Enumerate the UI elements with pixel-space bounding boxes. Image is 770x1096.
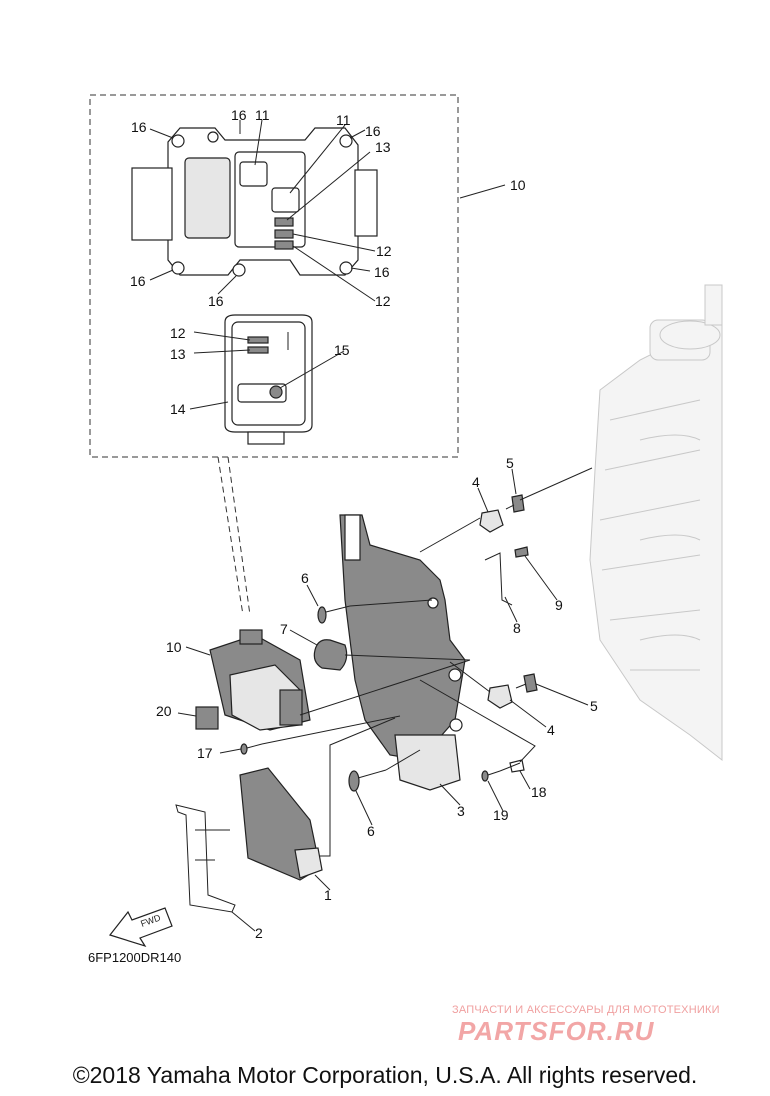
detail-inset-box xyxy=(89,94,459,458)
callout: 16 xyxy=(131,119,147,135)
clamp xyxy=(313,639,348,671)
callout: 3 xyxy=(457,803,465,819)
callout: 17 xyxy=(197,745,213,761)
callout: 15 xyxy=(334,342,350,358)
leader-lines xyxy=(149,119,589,932)
screw-17 xyxy=(240,743,263,755)
screw-6-upper xyxy=(317,605,351,624)
bolt-lower xyxy=(515,673,538,693)
callout: 5 xyxy=(590,698,598,714)
callout: 10 xyxy=(510,177,526,193)
cover-view xyxy=(224,314,313,445)
control-unit xyxy=(209,629,311,731)
label-sheet xyxy=(195,706,219,730)
callout: 13 xyxy=(375,139,391,155)
inset-leader-lines xyxy=(217,456,251,616)
clip-18 xyxy=(509,759,525,773)
bolt-upper xyxy=(505,494,525,513)
callout: 19 xyxy=(493,807,509,823)
callout: 7 xyxy=(280,621,288,637)
callout: 4 xyxy=(547,722,555,738)
callout: 11 xyxy=(336,112,351,128)
callout: 4 xyxy=(472,474,480,490)
callout: 16 xyxy=(208,293,224,309)
unit-top-view xyxy=(131,127,378,277)
callout: 1 xyxy=(324,887,332,903)
callout: 14 xyxy=(170,401,186,417)
callout-labels: 16 16 11 11 16 13 10 12 16 16 16 12 12 1… xyxy=(130,107,598,941)
callout: 5 xyxy=(506,455,514,471)
grommet-lower xyxy=(487,684,513,709)
grommet-upper xyxy=(479,509,504,533)
callout: 20 xyxy=(156,703,172,719)
assembly-lines xyxy=(261,467,593,857)
callout: 6 xyxy=(367,823,375,839)
callout: 9 xyxy=(555,597,563,613)
watermark-logo: PARTSFOR.RU xyxy=(458,1016,655,1046)
screw-9 xyxy=(514,546,529,558)
callout: 16 xyxy=(231,107,247,123)
callout: 16 xyxy=(374,264,390,280)
module-case xyxy=(239,767,323,881)
watermark-tagline: ЗАПЧАСТИ И АКСЕССУАРЫ ДЛЯ МОТОТЕХНИКИ xyxy=(452,1004,720,1016)
callout: 2 xyxy=(255,925,263,941)
callout: 16 xyxy=(365,123,381,139)
callout: 8 xyxy=(513,620,521,636)
drawing-code: 6FP1200DR140 xyxy=(88,950,181,965)
callout: 12 xyxy=(375,293,391,309)
screw-19 xyxy=(481,770,501,782)
screw-6-lower xyxy=(348,769,387,792)
engine-block-ghost xyxy=(589,284,723,762)
callout: 11 xyxy=(255,107,270,123)
callout: 6 xyxy=(301,570,309,586)
callout: 13 xyxy=(170,346,186,362)
callout: 18 xyxy=(531,784,547,800)
fwd-arrow-icon: FWD xyxy=(108,907,173,948)
callout: 10 xyxy=(166,639,182,655)
callout: 16 xyxy=(130,273,146,289)
callout: 12 xyxy=(170,325,186,341)
wire-bracket xyxy=(175,804,236,913)
bracket-assembly xyxy=(339,514,466,791)
copyright-footer: ©2018 Yamaha Motor Corporation, U.S.A. A… xyxy=(72,1062,698,1088)
callout: 12 xyxy=(376,243,392,259)
small-bracket xyxy=(484,552,513,606)
